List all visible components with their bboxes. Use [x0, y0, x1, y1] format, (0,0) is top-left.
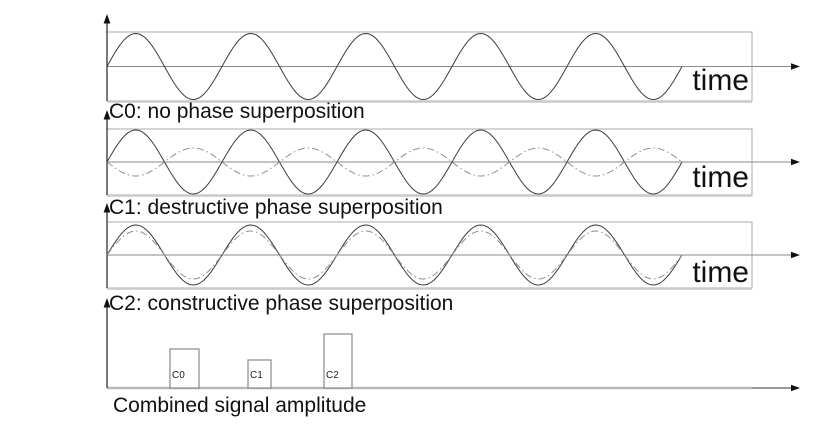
- panel-c2-y-axis-arrow-icon: [103, 203, 111, 213]
- panel-c1-time-axis-arrow-icon: [791, 158, 800, 166]
- panel-c1-time-label: time: [692, 161, 749, 194]
- panel-c0: time C0: no phase superposition: [103, 14, 800, 123]
- panel-c0-time-label: time: [692, 64, 749, 97]
- panel-c2-time-label: time: [692, 256, 749, 289]
- bar-c2-label: C2: [326, 370, 339, 381]
- panel-c0-caption: C0: no phase superposition: [109, 100, 365, 123]
- panel-c1-primary-wave: [106, 129, 683, 195]
- panel-c2-time-axis-arrow-icon: [791, 251, 800, 259]
- panel-c2: time C2: constructive phase superpositio…: [103, 203, 800, 315]
- panel-c2-caption: C2: constructive phase superposition: [109, 292, 453, 315]
- panel-c0-primary-wave: [106, 32, 683, 101]
- bar-c1: [247, 359, 272, 389]
- bar-chart-y-axis-arrow-icon: [103, 298, 111, 308]
- panel-c0-time-axis-arrow-icon: [791, 63, 800, 70]
- panel-c1-secondary-wave: [106, 147, 683, 177]
- panel-c1-y-axis-arrow-icon: [103, 110, 111, 120]
- bar-c0-label: C0: [172, 370, 185, 381]
- panel-c1: time C1: destructive phase superposition: [103, 110, 800, 219]
- bar-c1-label: C1: [250, 370, 263, 381]
- bar-chart-x-axis-arrow-icon: [791, 384, 800, 392]
- bar-chart-caption: Combined signal amplitude: [113, 394, 366, 417]
- bar-c0: [169, 348, 200, 389]
- panel-c0-y-axis-arrow-icon: [103, 14, 111, 24]
- panel-c1-caption: C1: destructive phase superposition: [109, 196, 443, 219]
- panel-c2-primary-wave: [106, 224, 683, 286]
- bar-c2: [323, 333, 353, 389]
- amplitude-bar-chart: C0 C1 C2 Combined signal amplitude: [103, 298, 800, 417]
